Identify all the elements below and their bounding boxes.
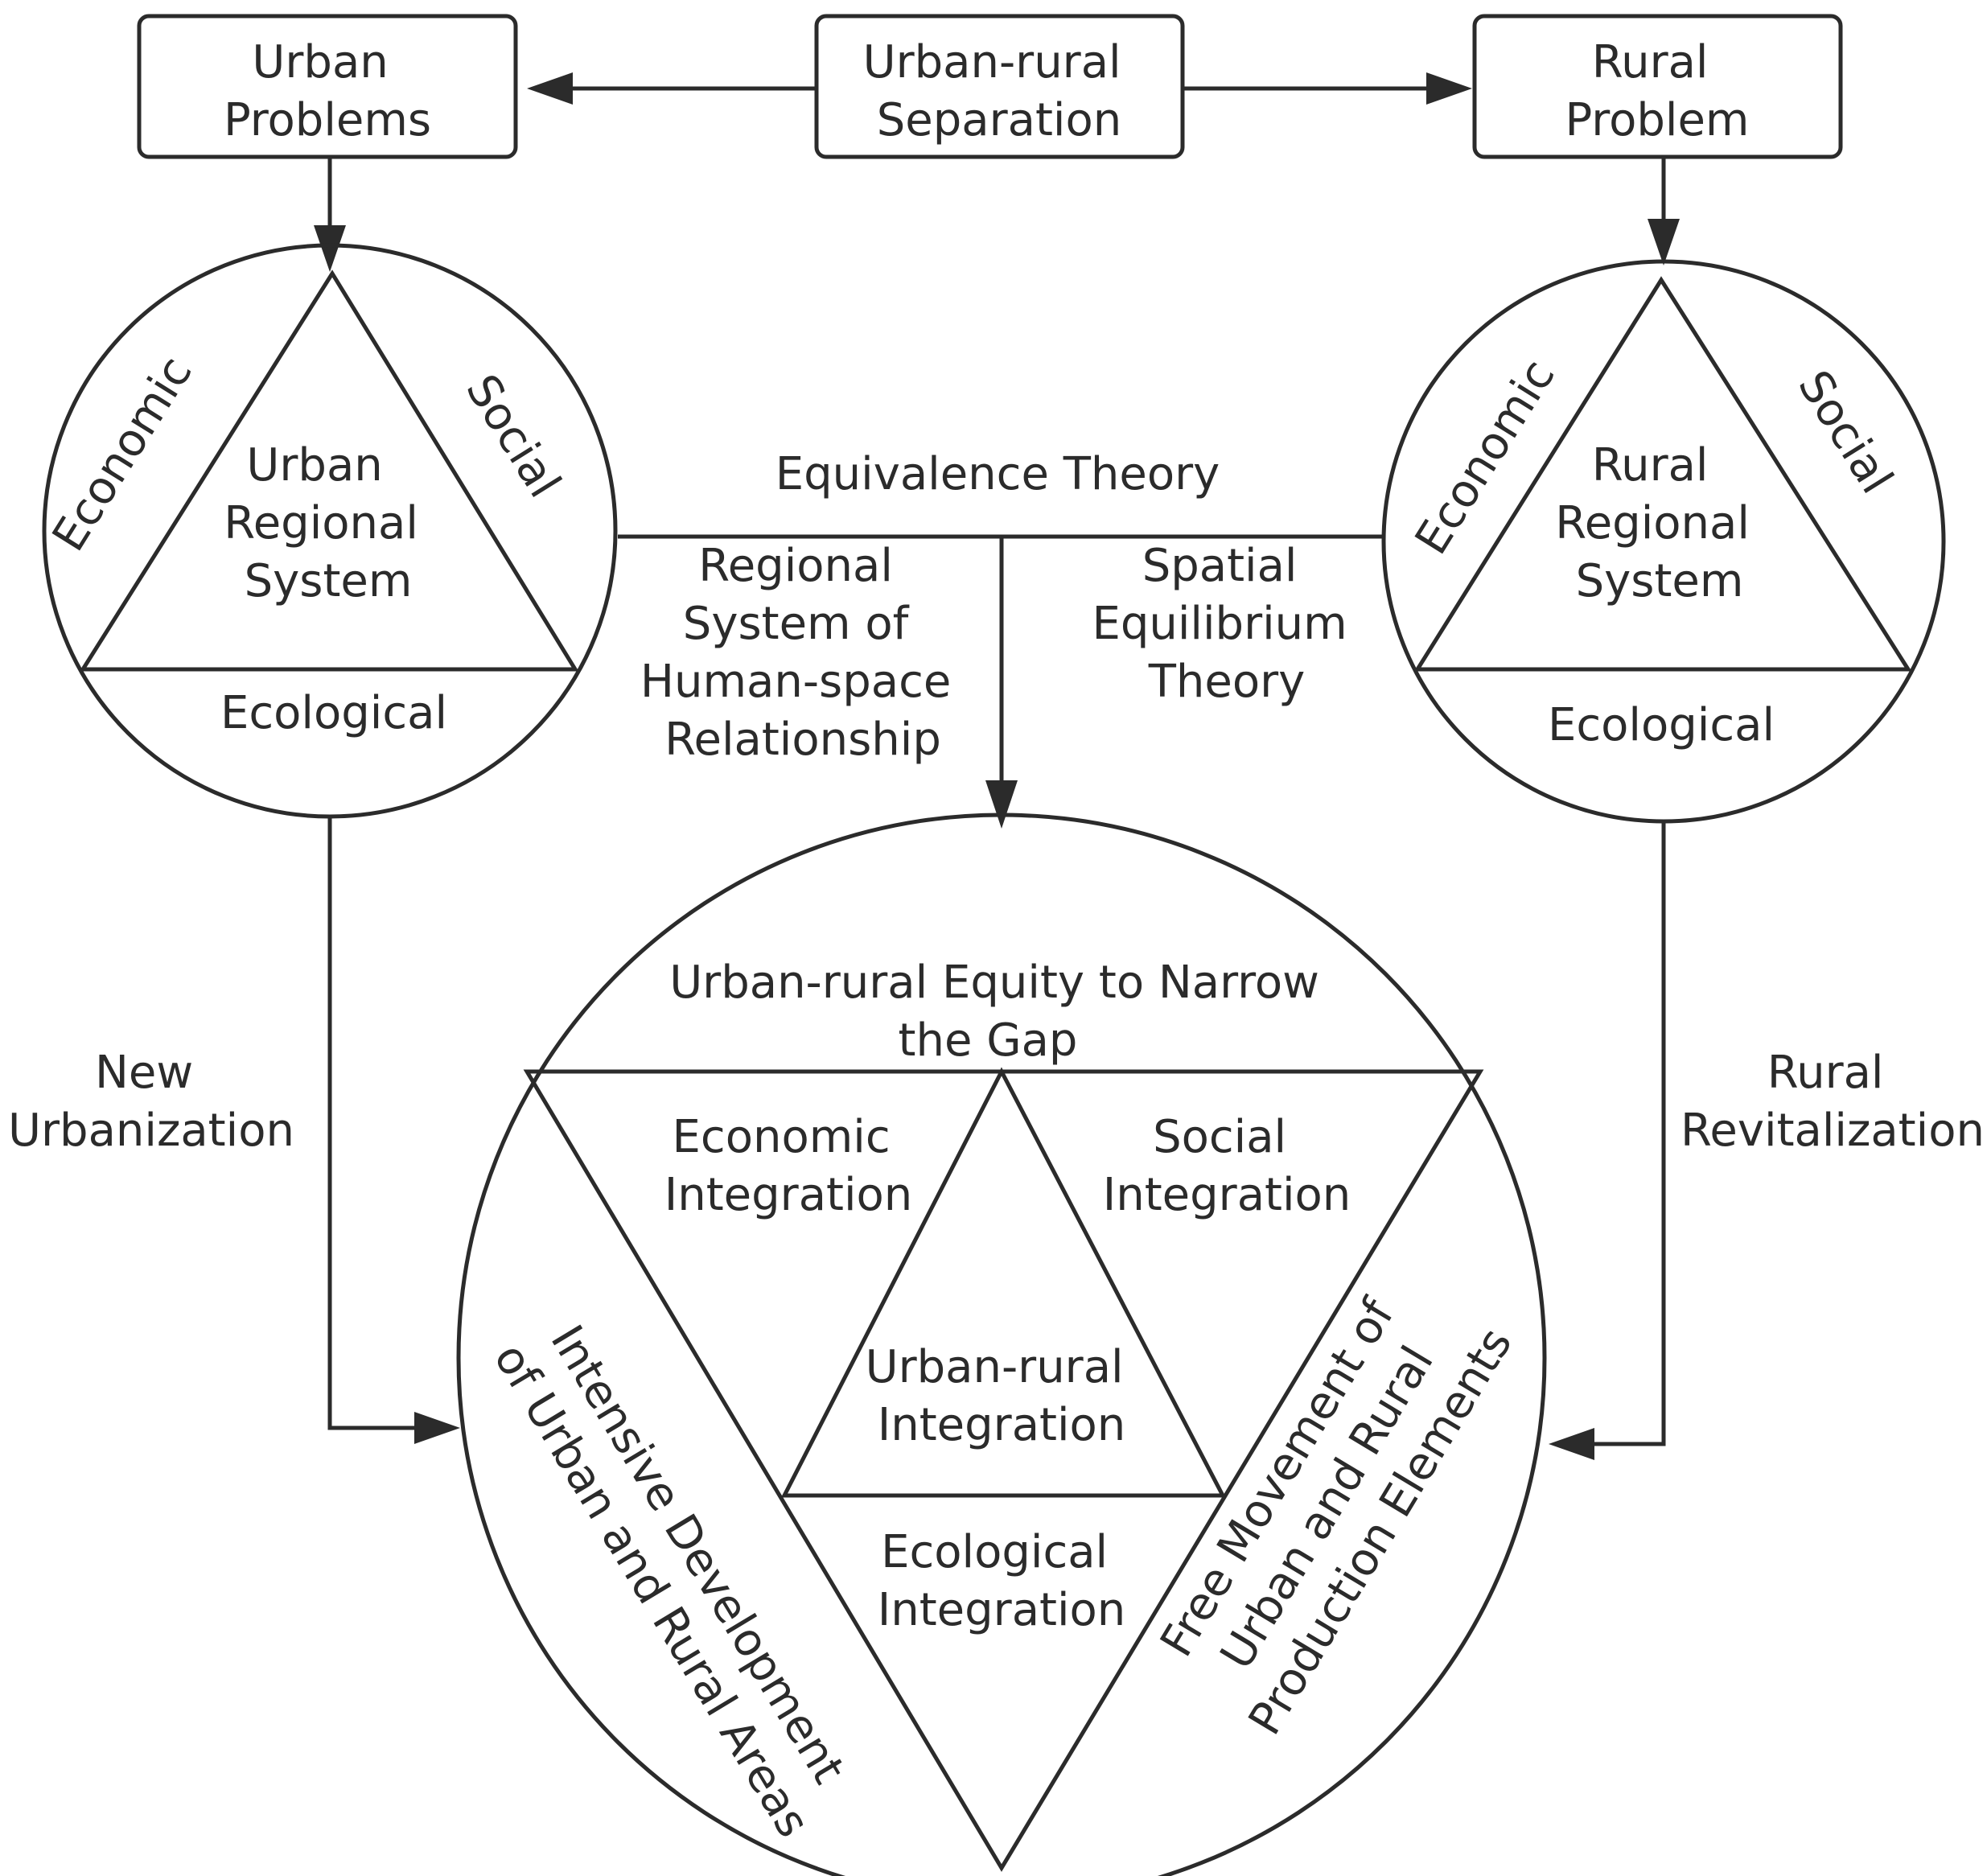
urban-rural-integration-circle: [456, 813, 1547, 1876]
urban-regional-system: Urban Regional System Economic Social Ec…: [42, 243, 618, 819]
urban-problems-box: Urban Problems: [137, 14, 518, 159]
intensive-development-label: Intensive Development of Urban and Rural…: [483, 1305, 869, 1846]
equity-label: Urban-rural Equity to Narrow the Gap: [669, 957, 1334, 1067]
urban-problems-line-2: Problems: [224, 94, 431, 146]
urban-system-line-2: Regional: [224, 497, 418, 549]
rural-regional-system: Rural Regional System Economic Social Ec…: [1381, 259, 1946, 824]
svg-text:Urban-rural Separation: Urban-rural Separation: [863, 36, 1136, 146]
svg-text:Urban Regional Sys: Urban Regional System: [224, 439, 432, 607]
separation-line-1: Urban-rural: [863, 36, 1121, 88]
rural-problem-down-arrow: [1648, 157, 1680, 265]
spatial-equilibrium-theory-label: Spatial Equilibrium Theory: [1092, 540, 1361, 708]
separation-to-rural-arrow: [1183, 72, 1472, 105]
urban-system-line-1: Urban: [246, 439, 382, 492]
rural-problem-line-1: Rural: [1592, 36, 1709, 88]
ecological-integration-label: Ecological Integration: [878, 1526, 1126, 1636]
separation-to-urban-arrow: [527, 72, 817, 105]
svg-text:Rural Regional Sys: Rural Regional System: [1555, 439, 1763, 607]
rural-ecological-label: Ecological: [1548, 699, 1775, 751]
rural-system-line-2: Regional: [1555, 497, 1750, 549]
rural-problem-line-2: Problem: [1565, 94, 1750, 146]
urban-system-line-3: System: [245, 555, 413, 607]
svg-text:Rural Problem: Rural Problem: [1565, 36, 1750, 146]
human-space-theory-label: Regional System of Human-space Relations…: [640, 540, 965, 766]
rural-system-line-1: Rural: [1592, 439, 1709, 492]
svg-text:Urban Problems: Urban Problems: [224, 36, 431, 146]
urban-problems-line-1: Urban: [252, 36, 388, 88]
rural-system-line-3: System: [1576, 555, 1744, 607]
urban-ecological-label: Ecological: [220, 687, 447, 739]
rural-problem-box: Rural Problem: [1472, 14, 1843, 159]
new-urbanization-label: New Urbanization: [8, 1047, 294, 1157]
economic-integration-label: Economic Integration: [664, 1111, 913, 1221]
urban-economic-label: Economic: [43, 348, 203, 560]
social-integration-label: Social Integration: [1103, 1111, 1351, 1221]
rural-economic-label: Economic: [1405, 351, 1565, 563]
urban-rural-separation-box: Urban-rural Separation: [814, 14, 1185, 159]
equivalence-theory-label: Equivalence Theory: [775, 448, 1220, 500]
separation-line-2: Separation: [877, 94, 1121, 146]
urban-problems-down-arrow: [314, 157, 346, 272]
urban-rural-integration-center-label: Urban-rural Integration: [866, 1341, 1138, 1451]
free-movement-label: Free Movement of Urban and Rural Product…: [1139, 1260, 1522, 1744]
equivalence-connector: [618, 534, 1384, 829]
rural-social-label: Social: [1787, 362, 1903, 503]
urban-social-label: Social: [455, 366, 570, 507]
rural-revitalization-path: [1549, 821, 1666, 1460]
new-urbanization-path: [327, 817, 460, 1444]
rural-revitalization-label: Rural Revitalization: [1681, 1047, 1985, 1157]
